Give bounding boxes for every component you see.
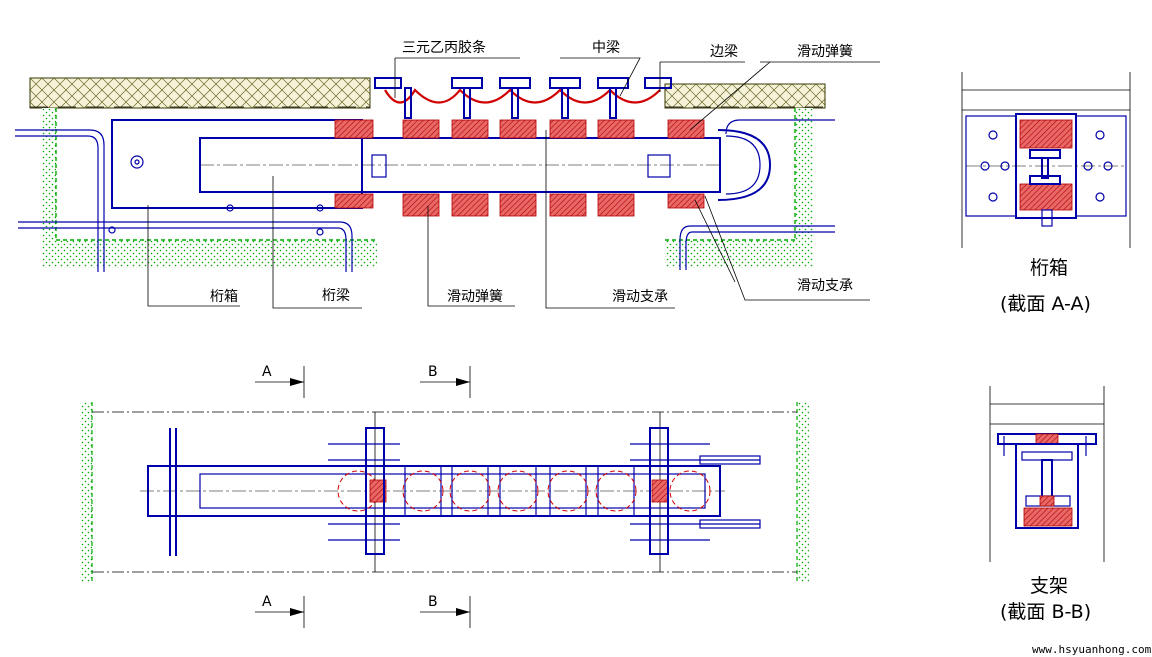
plan-view: A B A B — [80, 364, 809, 628]
right-concrete — [795, 108, 813, 248]
plan-bearing-blocks — [337, 465, 711, 517]
edge-beam-label: 边梁 — [710, 44, 738, 60]
section-marker-b-bottom: B — [420, 594, 471, 628]
sliding-spring-top-label: 滑动弹簧 — [797, 43, 853, 60]
svg-text:A: A — [262, 364, 272, 380]
section-aa-subtitle: (截面 A-A) — [1000, 293, 1091, 315]
section-aa: 桁箱 (截面 A-A) — [961, 72, 1131, 315]
sliding-bearing-label-1: 滑动支承 — [612, 288, 668, 305]
section-aa-title: 桁箱 — [1030, 257, 1068, 279]
sliding-spring-bottom-label: 滑动弹簧 — [447, 288, 503, 305]
girder-box-label: 桁箱 — [210, 289, 238, 305]
bottom-sliding-springs — [334, 193, 705, 217]
elevation-view: 三元乙丙胶条 中梁 边梁 滑动弹簧 桁箱 桁梁 滑动弹簧 滑动支承 滑动支承 — [15, 39, 880, 309]
center-beam-label: 中梁 — [592, 40, 620, 56]
plan-supports — [328, 427, 761, 555]
left-concrete — [42, 108, 56, 248]
epdm-seal-label: 三元乙丙胶条 — [402, 39, 486, 56]
left-pavement — [29, 77, 371, 109]
epdm-seal — [384, 88, 661, 104]
center-beams — [374, 77, 672, 119]
section-marker-a-bottom: A — [255, 594, 305, 628]
section-marker-a-top: A — [255, 364, 305, 398]
left-concrete-base — [42, 240, 377, 268]
sliding-bearing-label-2: 滑动支承 — [797, 277, 853, 294]
svg-text:A: A — [262, 594, 272, 610]
top-sliding-springs — [334, 119, 705, 139]
svg-text:B: B — [428, 364, 438, 380]
section-bb: 支架 (截面 B-B) — [989, 386, 1105, 623]
right-concrete-base — [665, 240, 813, 268]
girder-beam-label: 桁梁 — [322, 288, 350, 304]
watermark: www.hsyuanhong.com — [1032, 643, 1152, 656]
svg-text:B: B — [428, 594, 438, 610]
section-bb-subtitle: (截面 B-B) — [1000, 601, 1091, 623]
right-pavement — [664, 83, 826, 109]
girder-box — [111, 119, 363, 209]
section-marker-b-top: B — [420, 364, 471, 398]
section-bb-title: 支架 — [1030, 575, 1068, 597]
